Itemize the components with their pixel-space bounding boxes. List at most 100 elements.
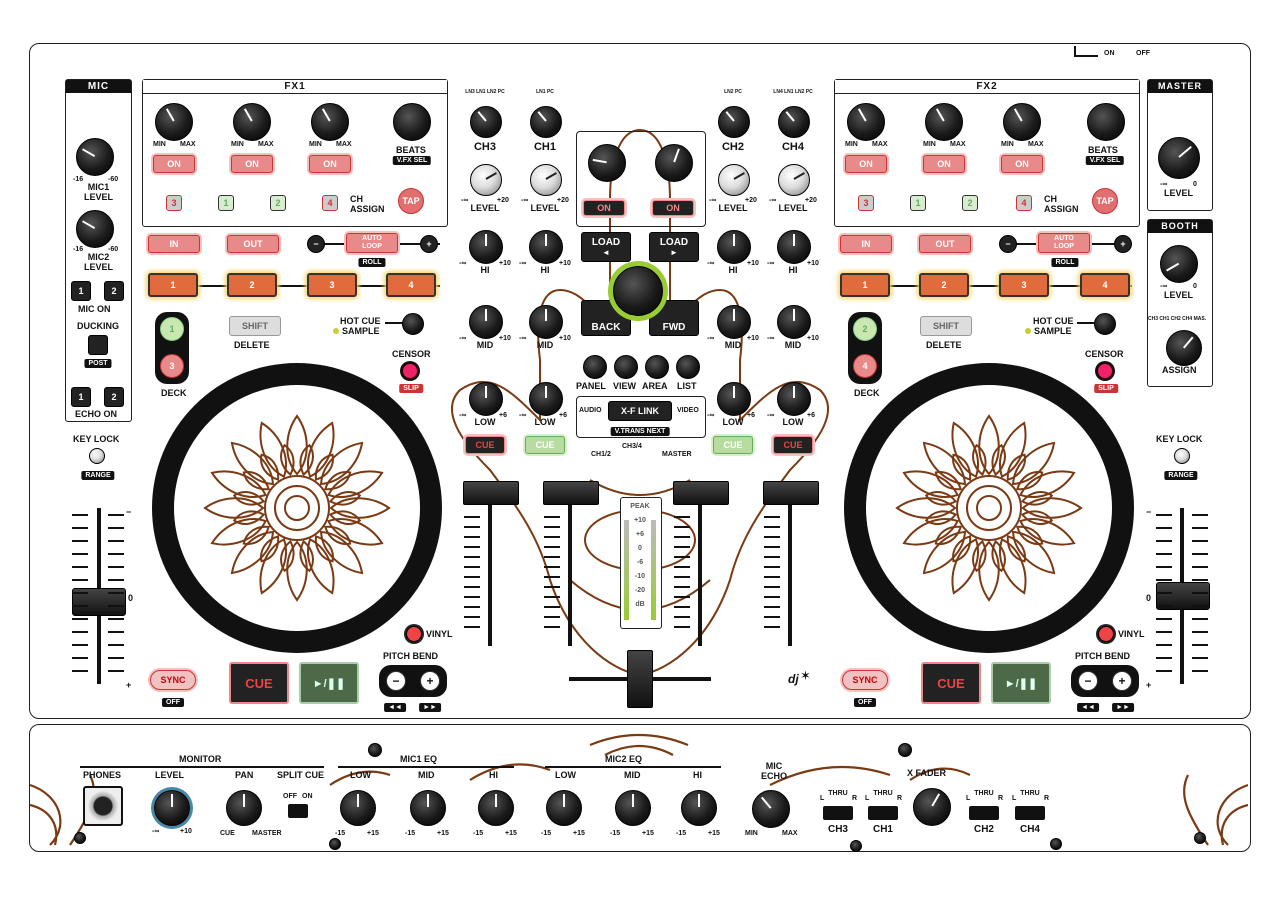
echo-on-1-button[interactable]: 1 (71, 387, 91, 407)
deck-2-button[interactable]: 2 (853, 317, 877, 341)
assign-ch4-switch[interactable] (1015, 806, 1045, 820)
hotcue-3-left-button[interactable]: 3 (307, 273, 357, 297)
ch-3-hi-knob[interactable] (777, 230, 811, 264)
auto-loop-left-button[interactable]: AUTO LOOP (346, 233, 398, 253)
ch-1-hi-knob[interactable] (529, 230, 563, 264)
load-left-button[interactable]: LOAD◄ (581, 232, 631, 262)
sync-right-button[interactable]: SYNC (842, 670, 888, 690)
fx2-ch-3-button[interactable]: 3 (858, 195, 874, 211)
phones-jack-icon[interactable] (83, 786, 123, 826)
center-on-right-button[interactable]: ON (652, 200, 694, 216)
fx2-knob-3[interactable] (1003, 103, 1041, 141)
ch-0-source-knob[interactable] (470, 106, 502, 138)
fx1-ch-2-button[interactable]: 2 (270, 195, 286, 211)
fx2-ch-1-button[interactable]: 1 (910, 195, 926, 211)
area-button[interactable] (645, 355, 669, 379)
pitch-plus-left-button[interactable]: + (420, 671, 440, 691)
hotcue-1-left-button[interactable]: 1 (148, 273, 198, 297)
censor-left-button[interactable] (402, 363, 418, 379)
booth-level-knob[interactable] (1160, 245, 1198, 283)
mic1-level-knob[interactable] (76, 138, 114, 176)
fx1-ch-3-button[interactable]: 3 (166, 195, 182, 211)
ch-3-level-knob[interactable] (778, 164, 810, 196)
fx2-on-3-button[interactable]: ON (1001, 155, 1043, 173)
mic-echo-knob[interactable] (752, 790, 790, 828)
center-knob-right[interactable] (655, 144, 693, 182)
crossfader[interactable] (627, 650, 653, 708)
fx2-beats-knob[interactable] (1087, 103, 1125, 141)
hotcue-1-right-button[interactable]: 1 (840, 273, 890, 297)
hotcue-2-left-button[interactable]: 2 (227, 273, 277, 297)
fx1-knob-2[interactable] (233, 103, 271, 141)
ch-0-fader[interactable] (463, 481, 519, 505)
jog-wheel-left[interactable] (152, 363, 442, 653)
play-left-button[interactable]: ►/❚❚ (299, 662, 359, 704)
ch-0-hi-knob[interactable] (469, 230, 503, 264)
ch-0-cue-button[interactable]: CUE (465, 436, 505, 454)
shift-right-button[interactable]: SHIFT (920, 316, 972, 336)
sample-right-knob[interactable] (1094, 313, 1116, 335)
fx1-on-2-button[interactable]: ON (231, 155, 273, 173)
fx1-on-3-button[interactable]: ON (309, 155, 351, 173)
loop-in-right-button[interactable]: IN (840, 235, 892, 253)
xf-link-button[interactable]: X-F LINK (608, 401, 672, 421)
fx2-knob-2[interactable] (925, 103, 963, 141)
mic2-level-knob[interactable] (76, 210, 114, 248)
assign-ch2-switch[interactable] (969, 806, 999, 820)
loop-plus-left-button[interactable]: + (420, 235, 438, 253)
hotcue-3-right-button[interactable]: 3 (999, 273, 1049, 297)
pan-knob[interactable] (226, 790, 262, 826)
sync-left-button[interactable]: SYNC (150, 670, 196, 690)
loop-out-right-button[interactable]: OUT (919, 235, 971, 253)
mic-on-1-button[interactable]: 1 (71, 281, 91, 301)
fx1-beats-knob[interactable] (393, 103, 431, 141)
ch-3-mid-knob[interactable] (777, 305, 811, 339)
ch-1-source-knob[interactable] (530, 106, 562, 138)
fx2-ch-2-button[interactable]: 2 (962, 195, 978, 211)
fx2-on-2-button[interactable]: ON (923, 155, 965, 173)
fx2-tap-button[interactable]: TAP (1092, 188, 1118, 214)
auto-loop-right-button[interactable]: AUTO LOOP (1038, 233, 1090, 253)
ch-2-low-knob[interactable] (717, 382, 751, 416)
mic2-hi-knob[interactable] (681, 790, 717, 826)
browse-knob[interactable] (613, 266, 663, 316)
censor-right-button[interactable] (1097, 363, 1113, 379)
ch-2-level-knob[interactable] (718, 164, 750, 196)
ch-2-source-knob[interactable] (718, 106, 750, 138)
vinyl-right-button[interactable] (1098, 626, 1114, 642)
mic2-mid-knob[interactable] (615, 790, 651, 826)
fx1-on-1-button[interactable]: ON (153, 155, 195, 173)
center-on-left-button[interactable]: ON (583, 200, 625, 216)
ch-2-cue-button[interactable]: CUE (713, 436, 753, 454)
fx2-on-1-button[interactable]: ON (845, 155, 887, 173)
fx1-knob-1[interactable] (155, 103, 193, 141)
panel-button[interactable] (583, 355, 607, 379)
mic1-low-knob[interactable] (340, 790, 376, 826)
cue-right-button[interactable]: CUE (921, 662, 981, 704)
mic1-hi-knob[interactable] (478, 790, 514, 826)
loop-minus-left-button[interactable]: − (307, 235, 325, 253)
loop-plus-right-button[interactable]: + (1114, 235, 1132, 253)
hotcue-4-right-button[interactable]: 4 (1080, 273, 1130, 297)
loop-in-left-button[interactable]: IN (148, 235, 200, 253)
ch-0-mid-knob[interactable] (469, 305, 503, 339)
mic1-mid-knob[interactable] (410, 790, 446, 826)
assign-ch1-switch[interactable] (868, 806, 898, 820)
ch-1-fader[interactable] (543, 481, 599, 505)
fx2-ch-4-button[interactable]: 4 (1016, 195, 1032, 211)
mic2-low-knob[interactable] (546, 790, 582, 826)
fx2-knob-1[interactable] (847, 103, 885, 141)
monitor-level-knob[interactable] (154, 790, 190, 826)
deck-4-button[interactable]: 4 (853, 354, 877, 378)
pitch-minus-right-button[interactable]: − (1078, 671, 1098, 691)
center-knob-left[interactable] (588, 144, 626, 182)
jog-wheel-right[interactable] (844, 363, 1134, 653)
ch-3-cue-button[interactable]: CUE (773, 436, 813, 454)
ch-3-low-knob[interactable] (777, 382, 811, 416)
ch-0-low-knob[interactable] (469, 382, 503, 416)
ch-0-level-knob[interactable] (470, 164, 502, 196)
key-lock-right-button[interactable] (1174, 448, 1190, 464)
loop-out-left-button[interactable]: OUT (227, 235, 279, 253)
ch-1-cue-button[interactable]: CUE (525, 436, 565, 454)
assign-ch3-switch[interactable] (823, 806, 853, 820)
